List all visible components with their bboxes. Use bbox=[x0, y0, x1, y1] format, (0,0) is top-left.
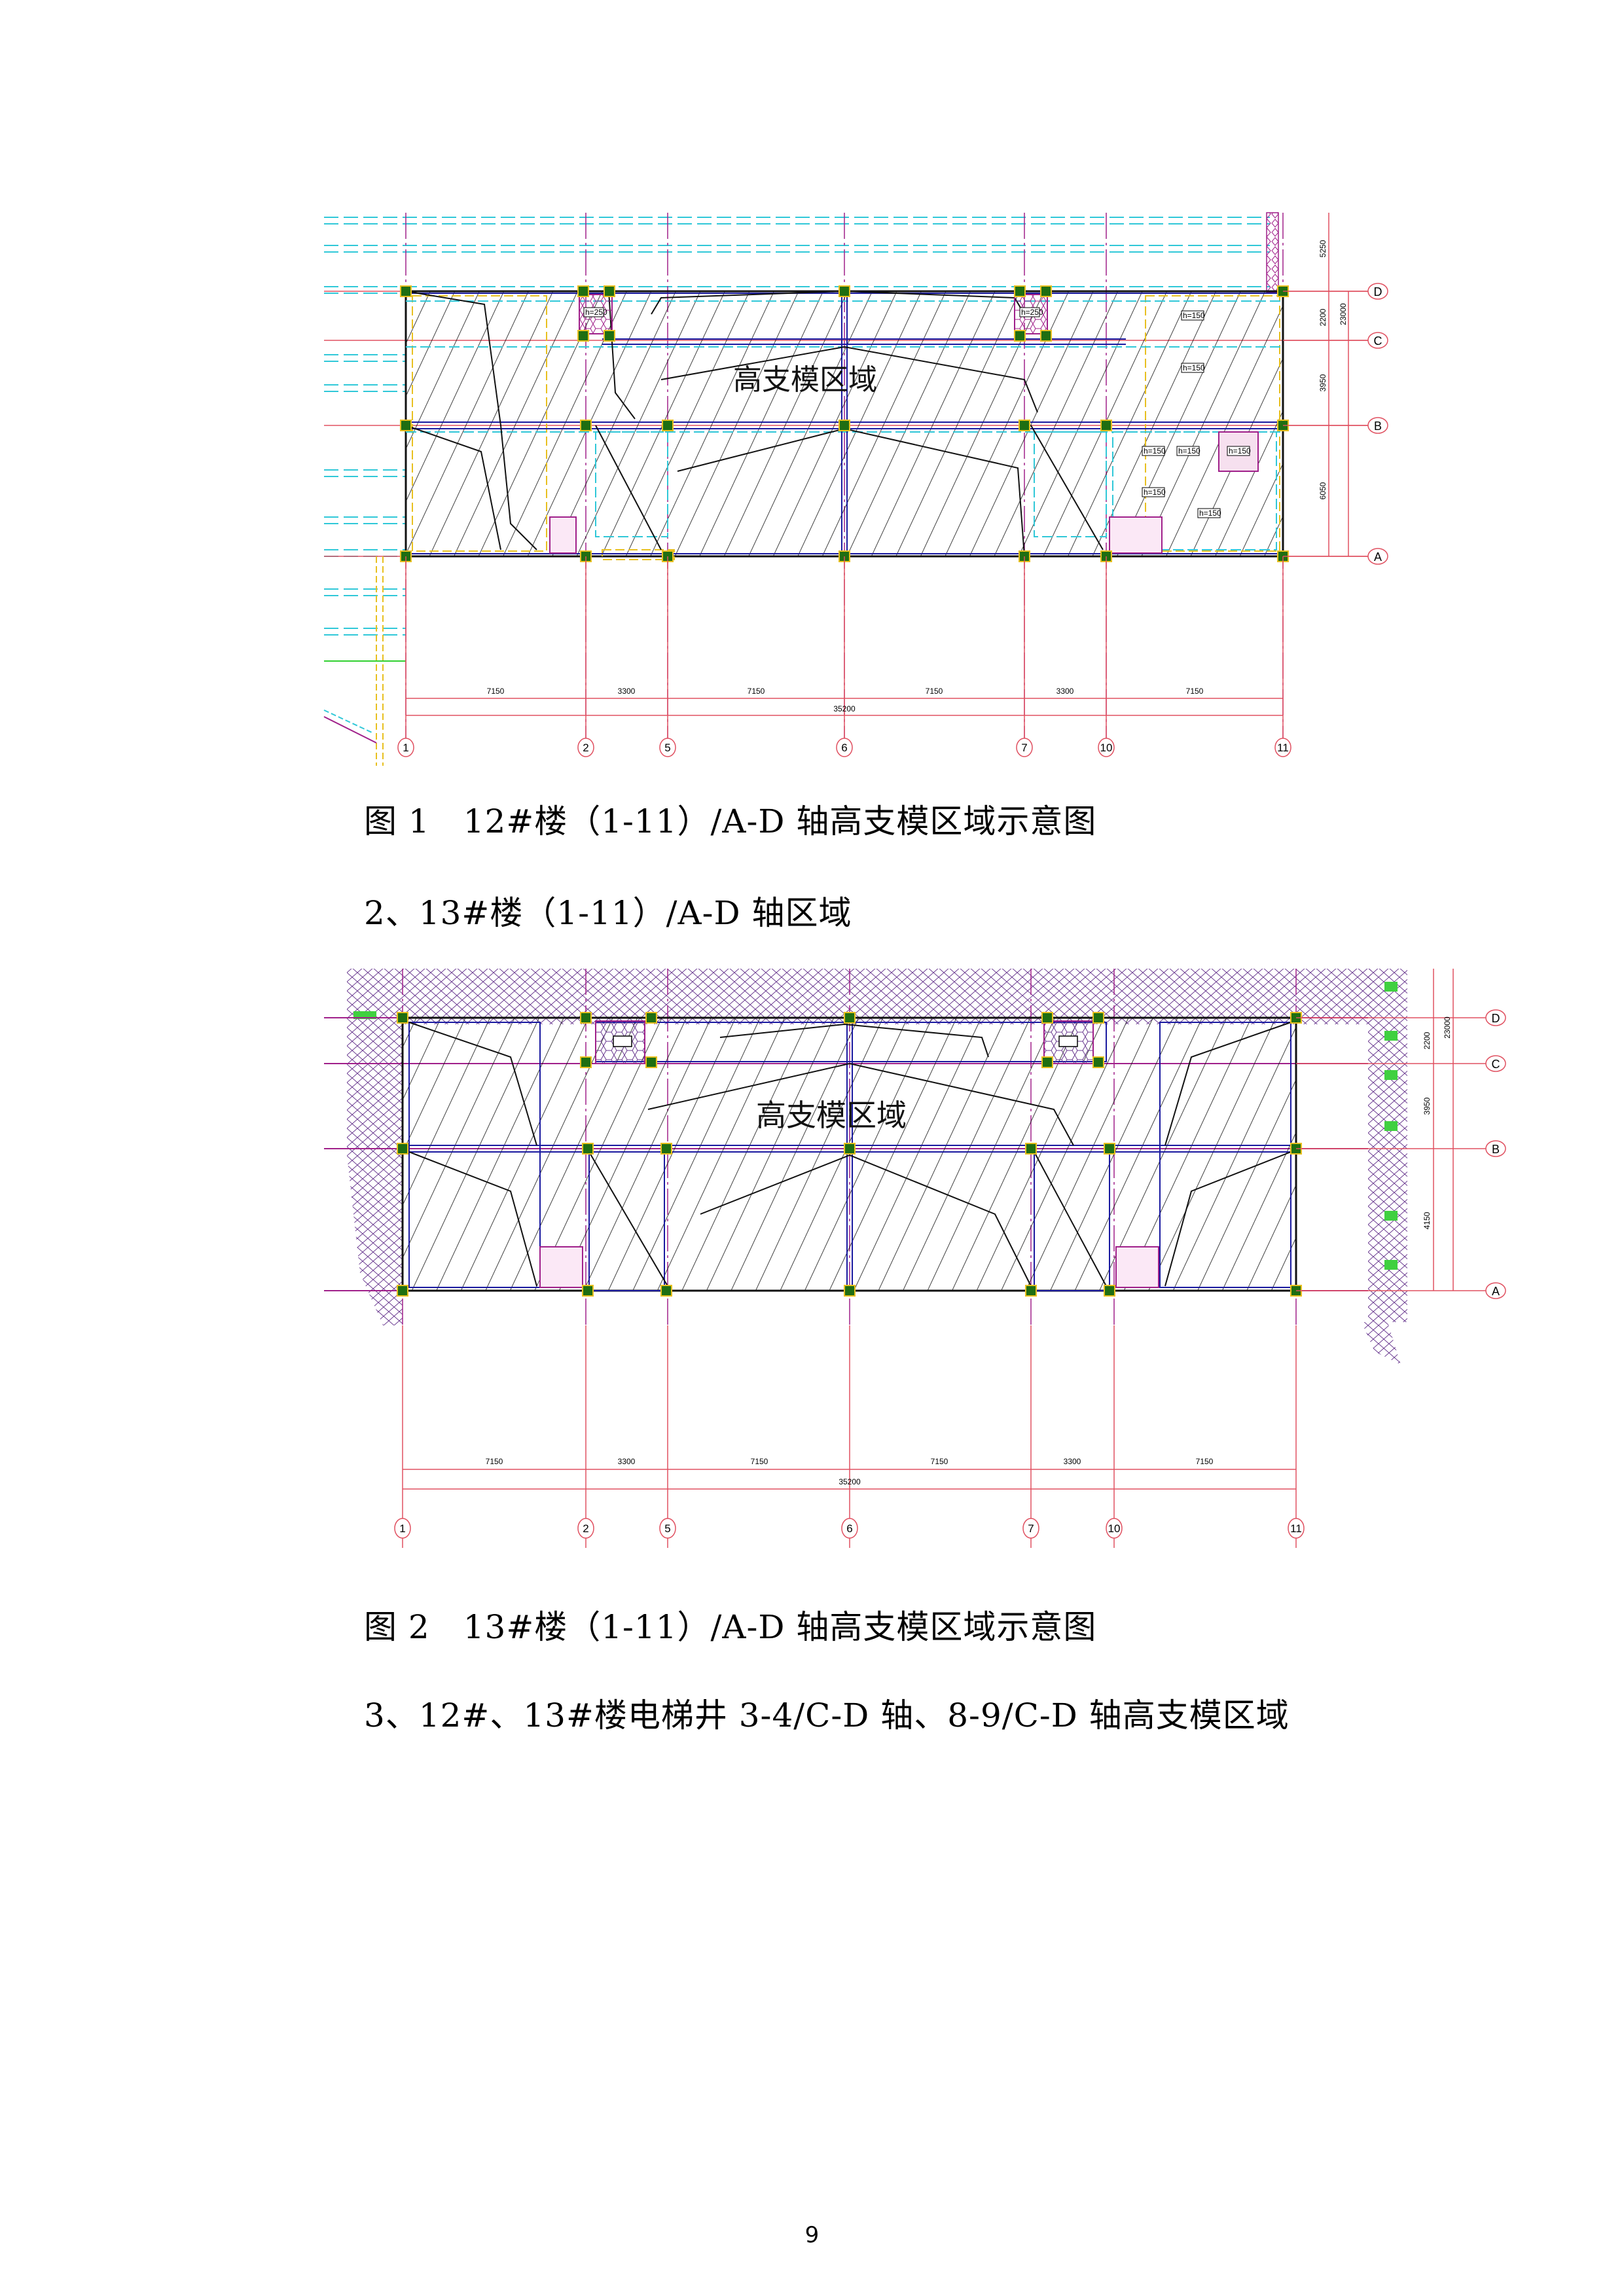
dim-total-x: 35200 bbox=[833, 704, 856, 713]
dim-y: 2200 bbox=[1318, 308, 1327, 326]
axis-label-col: 6 bbox=[841, 742, 847, 754]
figure-1-caption: 图 1 12#楼（1-11）/A-D 轴高支模区域示意图 bbox=[364, 802, 1097, 840]
axis-label-col: 2 bbox=[583, 1522, 588, 1535]
dim-x: 3300 bbox=[618, 687, 636, 696]
dim-total-y: 23000 bbox=[1339, 303, 1348, 325]
axis-label-col: 7 bbox=[1028, 1522, 1034, 1535]
dim-total-y: 23000 bbox=[1443, 1016, 1452, 1039]
dim-total-x: 35200 bbox=[839, 1477, 861, 1486]
axis-label-col: 6 bbox=[846, 1522, 852, 1535]
slab-label: h=150 bbox=[1144, 488, 1166, 497]
dim-x: 7150 bbox=[931, 1457, 948, 1466]
axis-label-col: 5 bbox=[664, 1522, 670, 1535]
axis-label-col: 2 bbox=[583, 742, 588, 754]
axis-label-col: 5 bbox=[664, 742, 670, 754]
slab-label: h=150 bbox=[1144, 446, 1166, 456]
figure-2-caption: 图 2 13#楼（1-11）/A-D 轴高支模区域示意图 bbox=[364, 1608, 1097, 1646]
axis-label-row: D bbox=[1492, 1012, 1500, 1025]
axis-label-row: C bbox=[1492, 1058, 1500, 1071]
dim-x: 3300 bbox=[618, 1457, 636, 1466]
high-formwork-region-label: 高支模区域 bbox=[756, 1098, 907, 1133]
figure-2-drawing: 高支模区域 2200 3950 4150 23000 D C B A 7150 … bbox=[321, 959, 1512, 1568]
axis-label-row: B bbox=[1492, 1143, 1500, 1156]
dim-x: 3300 bbox=[1056, 687, 1074, 696]
axis-label-col: 1 bbox=[399, 1522, 405, 1535]
axis-label-row: B bbox=[1374, 420, 1382, 433]
dim-y: 3950 bbox=[1422, 1097, 1432, 1115]
dim-x: 7150 bbox=[748, 687, 765, 696]
axis-label-row: D bbox=[1374, 285, 1382, 298]
dim-x: 7150 bbox=[926, 687, 943, 696]
axis-label-col: 11 bbox=[1290, 1522, 1302, 1535]
axis-label-col: 11 bbox=[1277, 742, 1289, 754]
axis-label-row: A bbox=[1492, 1285, 1500, 1298]
axis-label-col: 7 bbox=[1021, 742, 1027, 754]
section-heading-3: 3、12#、13#楼电梯井 3-4/C-D 轴、8-9/C-D 轴高支模区域 bbox=[364, 1696, 1290, 1734]
figure-1-drawing: h=250 h=250 h=150 h=150 h=150 h=150 h=15… bbox=[321, 209, 1420, 766]
dim-y: 4150 bbox=[1422, 1211, 1432, 1229]
dim-y: 6050 bbox=[1318, 482, 1327, 499]
dim-x: 7150 bbox=[751, 1457, 768, 1466]
dim-x: 7150 bbox=[1196, 1457, 1214, 1466]
dim-y: 2200 bbox=[1422, 1031, 1432, 1049]
dim-x: 7150 bbox=[487, 687, 505, 696]
page-number: 9 bbox=[804, 2222, 820, 2248]
dim-x: 7150 bbox=[486, 1457, 503, 1466]
axis-label-row: A bbox=[1374, 550, 1382, 564]
slab-label: h=250 bbox=[1021, 308, 1043, 317]
axis-label-row: C bbox=[1374, 334, 1382, 348]
axis-label-col: 10 bbox=[1100, 742, 1113, 754]
dim-y: 3950 bbox=[1318, 374, 1327, 391]
axis-label-col: 10 bbox=[1108, 1522, 1121, 1535]
dim-y: 5250 bbox=[1318, 240, 1327, 257]
slab-label: h=150 bbox=[1199, 509, 1221, 518]
section-heading-2: 2、13#楼（1-11）/A-D 轴区域 bbox=[364, 894, 852, 932]
slab-label: h=150 bbox=[1178, 446, 1200, 456]
slab-label: h=150 bbox=[1183, 311, 1205, 320]
slab-label: h=250 bbox=[585, 308, 607, 317]
slab-label: h=150 bbox=[1183, 363, 1205, 372]
dim-x: 3300 bbox=[1064, 1457, 1081, 1466]
dim-x: 7150 bbox=[1186, 687, 1204, 696]
high-formwork-region-label: 高支模区域 bbox=[733, 363, 877, 397]
axis-label-col: 1 bbox=[403, 742, 408, 754]
slab-label: h=150 bbox=[1229, 446, 1251, 456]
